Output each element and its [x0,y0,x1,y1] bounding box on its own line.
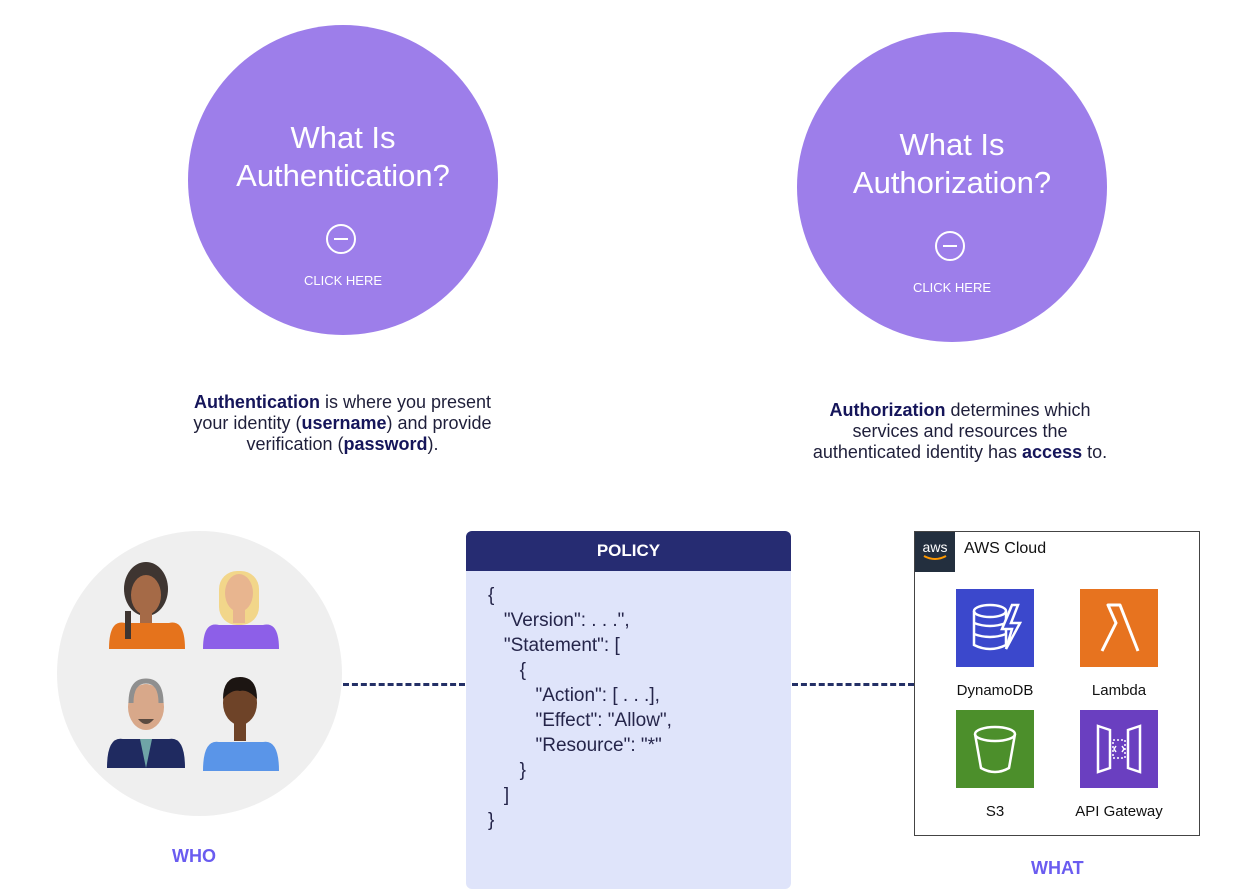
policy-code: { "Version": . . .", "Statement": [ { "A… [488,585,672,831]
who-label: WHO [172,846,216,866]
connector-dashed-line [792,683,914,686]
policy-document: POLICY { "Version": . . .", "Statement":… [466,531,791,889]
man-avatar-icon [107,678,185,768]
man-dark-avatar-icon [203,677,279,771]
service-label: DynamoDB [956,682,1034,699]
desc-bold: Authorization [829,400,946,420]
aws-cloud-title: AWS Cloud [964,540,1047,557]
what-label: WHAT [1031,858,1084,878]
collapse-minus-icon [326,224,356,254]
policy-header: POLICY [466,531,791,571]
authorization-circle-button[interactable]: What Is Authorization? CLICK HERE [797,32,1107,342]
authentication-circle-button[interactable]: What Is Authentication? CLICK HERE [188,25,498,335]
authentication-title: What Is Authentication? [236,120,450,193]
aws-smile-icon [923,555,947,560]
service-label: Lambda [1091,682,1147,699]
people-avatars-icon [107,562,279,771]
service-lambda[interactable]: Lambda [1059,589,1179,699]
woman-avatar-icon [109,562,185,649]
service-api-gateway[interactable]: API Gateway [1059,710,1179,820]
service-label: API Gateway [1075,803,1163,820]
api-gateway-icon [1080,710,1158,788]
desc-text: services and resources the [852,421,1068,441]
s3-icon [956,710,1034,788]
users-group-illustration [57,531,342,816]
desc-bold: username [301,413,387,433]
authorization-title: What Is Authorization? [852,127,1052,200]
click-here-label: CLICK HERE [912,280,992,295]
desc-bold: password [343,434,428,454]
service-label: S3 [985,803,1005,820]
service-s3[interactable]: S3 [935,710,1055,820]
service-dynamodb[interactable]: DynamoDB [935,589,1055,699]
desc-bold: access [1022,442,1083,462]
desc-text: ). [427,434,439,454]
lambda-icon [1080,589,1158,667]
desc-text: verification ( [246,434,344,454]
desc-text: determines which [945,400,1091,420]
aws-cloud-panel: aws AWS Cloud DynamoDB Lambda S3 [914,531,1200,836]
dynamodb-icon [956,589,1034,667]
desc-text: ) and provide [386,413,492,433]
desc-text: authenticated identity has [812,442,1023,462]
desc-text: your identity ( [193,413,302,433]
authentication-description: Authentication is where you present your… [130,392,555,455]
collapse-minus-icon [935,231,965,261]
aws-logo-icon: aws [915,532,955,572]
woman-blonde-avatar-icon [203,571,279,649]
aws-logo-text: aws [922,539,948,555]
desc-bold: Authentication [193,392,320,412]
desc-text: to. [1082,442,1108,462]
click-here-label: CLICK HERE [303,273,383,288]
authorization-description: Authorization determines which services … [750,400,1170,463]
desc-text: is where you present [319,392,492,412]
connector-dashed-line [343,683,465,686]
